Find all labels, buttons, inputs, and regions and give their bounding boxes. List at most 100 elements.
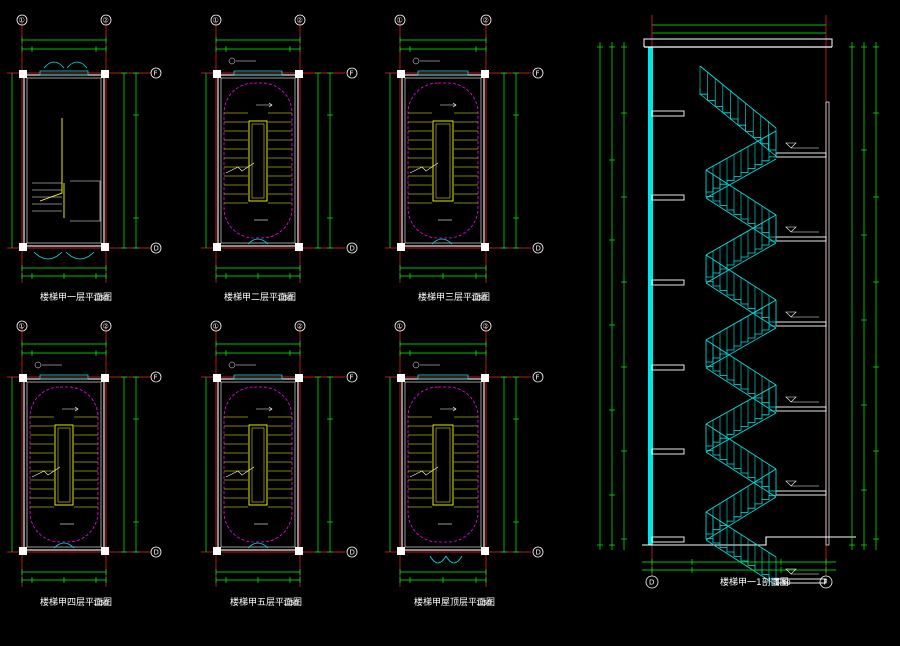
stair-well: [432, 424, 454, 506]
plan-6-axis-left: ①: [397, 323, 403, 331]
handrail-top: [699, 65, 777, 129]
axis-bubble-shape: [150, 67, 162, 79]
axis-bubble-shape: [16, 14, 28, 26]
plan-3-axis-right: ②: [483, 17, 489, 25]
column-block: [397, 547, 405, 555]
column-block: [295, 243, 303, 251]
column-block: [481, 70, 489, 78]
plan-titles: 楼梯甲一层平面图 1:50 楼梯甲二层平面图 1:50 楼梯甲三层平面图 1:5…: [40, 291, 791, 608]
stair-well: [248, 120, 268, 202]
axis-bubble-shape: [100, 320, 112, 332]
section-wall-left: [648, 47, 653, 545]
plan-4-axis-left: ①: [19, 323, 25, 331]
stair-well: [54, 424, 74, 506]
axis-bubble-shape: [480, 320, 492, 332]
break-line: [31, 466, 61, 478]
plan-4-axis-bottom: D: [154, 549, 159, 557]
plan-5-axis-left: ①: [213, 323, 219, 331]
plan-1-scale: 1:50: [93, 294, 109, 302]
handrail: [39, 118, 63, 202]
floor-plan-3: [385, 23, 531, 283]
plan-4-axis-right: ②: [103, 323, 109, 331]
stair-well-inner: [251, 123, 265, 199]
plan-3-axis-bottom: D: [536, 245, 541, 253]
stair-soffit: [705, 327, 777, 369]
column-block: [19, 70, 27, 78]
axis-bubble-shape: [645, 575, 659, 589]
evacuation-outline: [407, 386, 479, 543]
column-block: [19, 374, 27, 382]
floor-slab: [651, 194, 685, 201]
floor-plan-1: [7, 23, 151, 283]
plan-1-title: 楼梯甲一层平面图: [40, 291, 112, 303]
axis-bubble-shape: [346, 67, 358, 79]
plan-2-scale: 1:50: [277, 294, 293, 302]
axis-bubble-shape: [150, 546, 162, 558]
window: [233, 374, 283, 380]
landing-slab: [775, 578, 827, 584]
floor-slab: [651, 364, 685, 371]
plan-1-axis-top: F: [154, 70, 158, 78]
plan-3-title: 楼梯甲三层平面图: [418, 291, 490, 303]
elevation-marker: [785, 226, 819, 233]
annotation-bubble: [412, 361, 420, 369]
window: [233, 70, 283, 76]
plan-6-axis-right: ②: [483, 323, 489, 331]
wall-inner-line: [26, 381, 102, 548]
column-block: [19, 243, 27, 251]
stair-soffit: [705, 197, 777, 244]
wall-inner-line: [404, 77, 482, 244]
axis-bubble-shape: [532, 242, 544, 254]
stair-section-group: [597, 15, 879, 586]
door-swing-bottom: [429, 555, 463, 564]
floor-plans-group: [7, 23, 531, 587]
axis-bubble-shape: [480, 14, 492, 26]
column-block: [295, 70, 303, 78]
floor-slab: [651, 448, 685, 455]
door-swing: [431, 238, 453, 245]
plan-2-axis-right: ②: [297, 17, 303, 25]
stair-soffit: [705, 539, 777, 586]
axis-bubble-shape: [294, 320, 306, 332]
column-block: [101, 547, 109, 555]
stair-well-inner: [251, 427, 265, 503]
window: [417, 374, 469, 380]
section-scale: 1:50: [775, 579, 791, 587]
stair-well: [248, 424, 268, 506]
evacuation-outline: [223, 386, 293, 543]
up-arrow: [256, 102, 273, 108]
axis-bubble-shape: [346, 546, 358, 558]
axis-bubble-shape: [532, 371, 544, 383]
column-block: [213, 374, 221, 382]
window: [39, 374, 89, 380]
stair-soffit: [705, 451, 777, 498]
stair-well-inner: [435, 123, 451, 199]
handrail-top: [705, 214, 777, 256]
column-block: [481, 374, 489, 382]
break-line: [409, 466, 439, 478]
stair-soffit: [705, 496, 777, 541]
stair-soffit: [705, 158, 777, 199]
column-block: [101, 70, 109, 78]
plan-3-scale: 1:50: [471, 294, 487, 302]
window: [39, 70, 89, 76]
plan-4-title: 楼梯甲四层平面图: [40, 596, 112, 608]
handrail-top: [705, 423, 777, 470]
column-block: [481, 243, 489, 251]
up-arrow: [440, 102, 457, 108]
annotation-bubble: [228, 57, 236, 65]
window: [417, 70, 469, 76]
column-block: [397, 70, 405, 78]
column-block: [213, 70, 221, 78]
column-block: [295, 374, 303, 382]
axis-bubble-shape: [394, 14, 406, 26]
stair-soffit: [699, 93, 777, 157]
wall-inner-line: [26, 77, 102, 244]
plan-5-scale: 1:50: [283, 599, 299, 607]
column-block: [213, 547, 221, 555]
wall-inner-line: [404, 381, 482, 548]
floor-plan-4: [7, 327, 151, 587]
annotation-bubble: [412, 57, 420, 65]
handrail-top: [705, 254, 777, 301]
